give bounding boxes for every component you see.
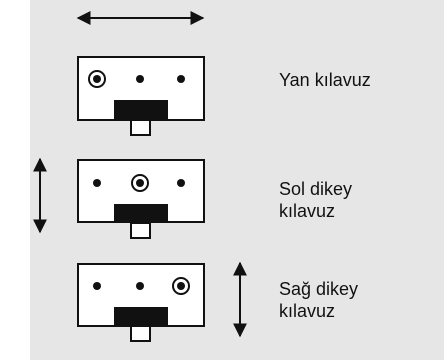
hole-icon xyxy=(136,75,144,83)
selected-hole-icon xyxy=(172,277,190,295)
connector-tab-icon xyxy=(130,119,151,136)
selected-hole-icon xyxy=(88,70,106,88)
label-line: kılavuz xyxy=(279,301,336,321)
label-left-vertical-guide: Sol dikey kılavuz xyxy=(279,178,352,222)
hole-icon xyxy=(136,282,144,290)
connector-tab-icon xyxy=(130,222,151,239)
hole-icon xyxy=(177,179,185,187)
connector-block-icon xyxy=(114,204,168,223)
connector-block-icon xyxy=(114,307,168,326)
label-line: kılavuz xyxy=(279,201,336,221)
label-line: Sol dikey xyxy=(279,179,353,199)
hole-icon xyxy=(136,179,144,187)
hole-icon xyxy=(93,179,101,187)
guide-card-left-vertical xyxy=(77,159,205,239)
guide-card-right-vertical xyxy=(77,263,205,342)
guide-card-side xyxy=(77,56,205,136)
selected-hole-icon xyxy=(131,174,149,192)
label-line: Yan kılavuz xyxy=(279,70,371,90)
hole-icon xyxy=(177,75,185,83)
label-right-vertical-guide: Sağ dikey kılavuz xyxy=(279,278,358,322)
hole-icon xyxy=(93,282,101,290)
label-line: Sağ dikey xyxy=(279,279,359,299)
connector-block-icon xyxy=(114,100,168,120)
hole-icon xyxy=(177,282,185,290)
connector-tab-icon xyxy=(130,325,151,342)
label-side-guide: Yan kılavuz xyxy=(279,69,371,91)
hole-icon xyxy=(93,75,101,83)
